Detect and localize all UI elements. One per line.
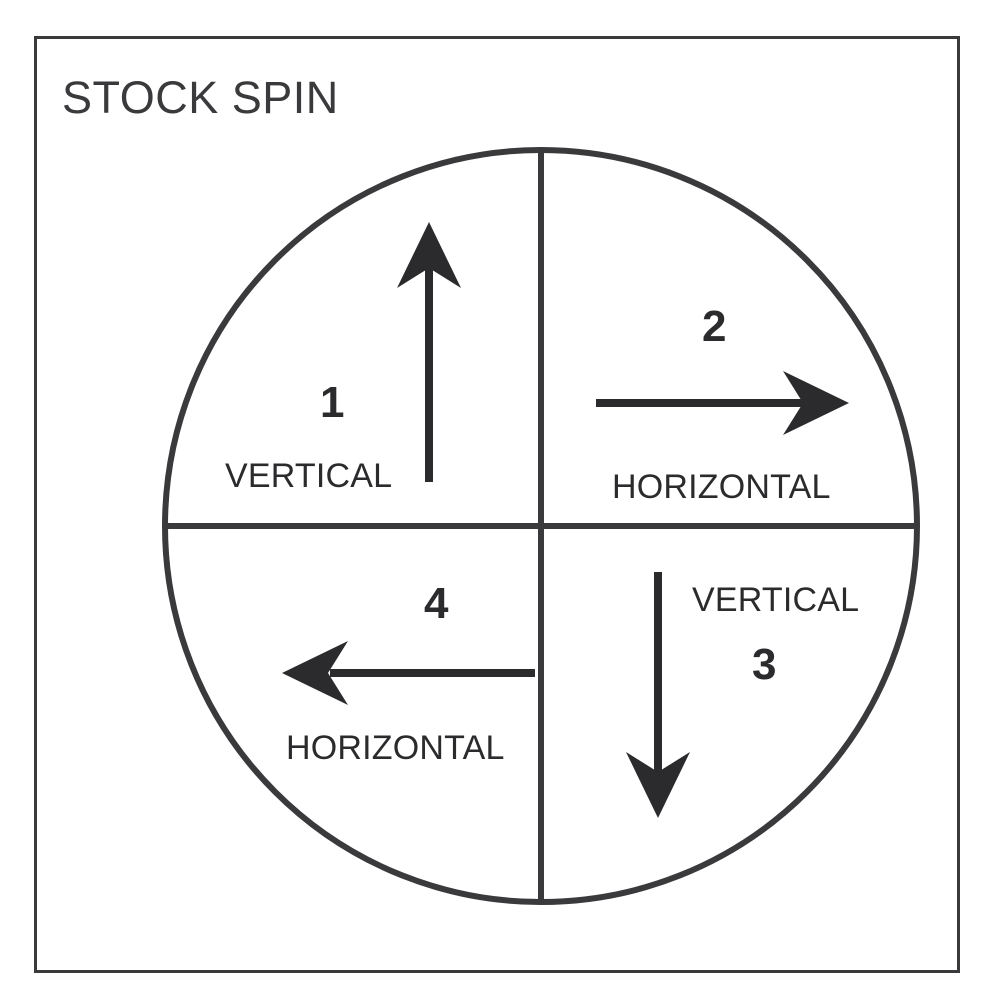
quadrant-4-label: HORIZONTAL xyxy=(286,729,505,767)
page-title: STOCK SPIN xyxy=(62,72,339,123)
arrow-right-icon xyxy=(596,371,849,435)
outer-frame xyxy=(34,36,960,973)
arrow-left-icon xyxy=(282,641,535,705)
quadrant-3-label: VERTICAL xyxy=(692,581,860,619)
quadrant-4-number: 4 xyxy=(424,579,449,628)
arrow-down-icon xyxy=(626,572,690,818)
quadrant-1-number: 1 xyxy=(320,378,345,427)
quadrant-2-label: HORIZONTAL xyxy=(612,468,831,506)
arrow-up-icon xyxy=(397,222,461,482)
quadrant-3-number: 3 xyxy=(752,640,777,689)
quadrant-2-number: 2 xyxy=(702,302,727,351)
quadrant-1-label: VERTICAL xyxy=(225,457,393,495)
